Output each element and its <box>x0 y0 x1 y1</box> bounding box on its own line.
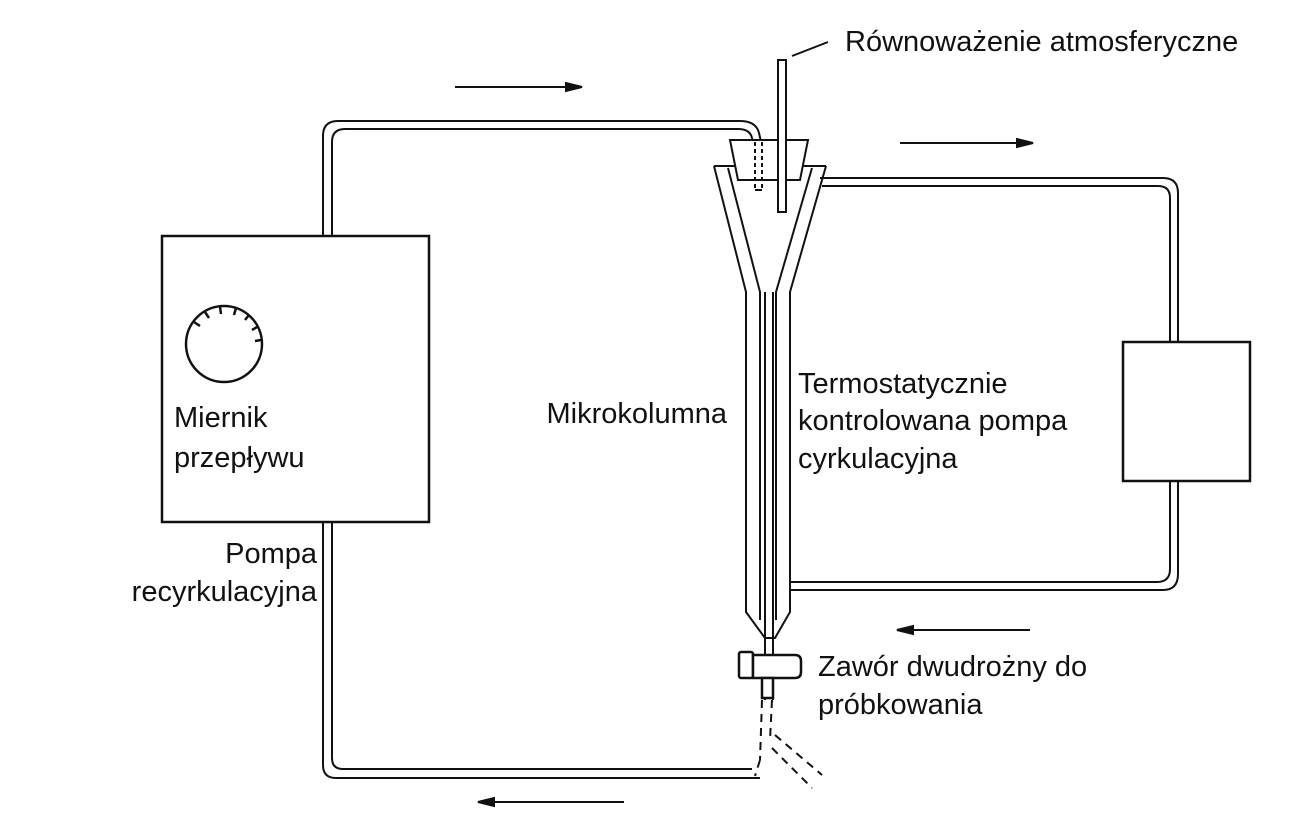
valve-label-line1: Zawór dwudrożny do <box>818 651 1087 683</box>
recirculation-pump-label-line2: recyrkulacyjna <box>132 576 318 608</box>
microcolumn-label: Mikrokolumna <box>547 398 728 430</box>
flow-meter-label-line2: przepływu <box>174 442 305 474</box>
arrow-right-top-left-icon <box>455 81 583 93</box>
flow-meter-box <box>160 234 431 524</box>
thermostatic-pump-box <box>1121 340 1252 483</box>
flow-meter-label-line1: Miernik <box>174 402 268 434</box>
sample-outflow <box>754 699 823 789</box>
recirculation-pump-label-line1: Pompa <box>225 538 318 570</box>
thermostat-pump-label-line1: Termostatycznie <box>798 368 1008 400</box>
atmospheric-label-leader <box>791 41 829 57</box>
arrow-left-bottom-icon <box>477 796 624 808</box>
arrow-left-right-bottom-icon <box>896 624 1030 636</box>
atmospheric-equalization-label: Równoważenie atmosferyczne <box>845 26 1238 58</box>
thermostat-pump-label-line2: kontrolowana pompa <box>798 405 1068 437</box>
two-way-valve-icon <box>737 650 803 700</box>
stopper <box>728 139 810 191</box>
gauge-dial-icon <box>184 304 264 384</box>
thermostat-pump-label-line3: cyrkulacyjna <box>798 443 958 475</box>
flow-arrows <box>455 81 1034 808</box>
left-tube-loop <box>322 120 763 779</box>
valve-label-line2: próbkowania <box>818 689 983 721</box>
atmospheric-equalization-tube <box>777 59 787 213</box>
arrow-right-top-right-icon <box>900 137 1034 149</box>
right-tube-loop <box>790 177 1179 591</box>
